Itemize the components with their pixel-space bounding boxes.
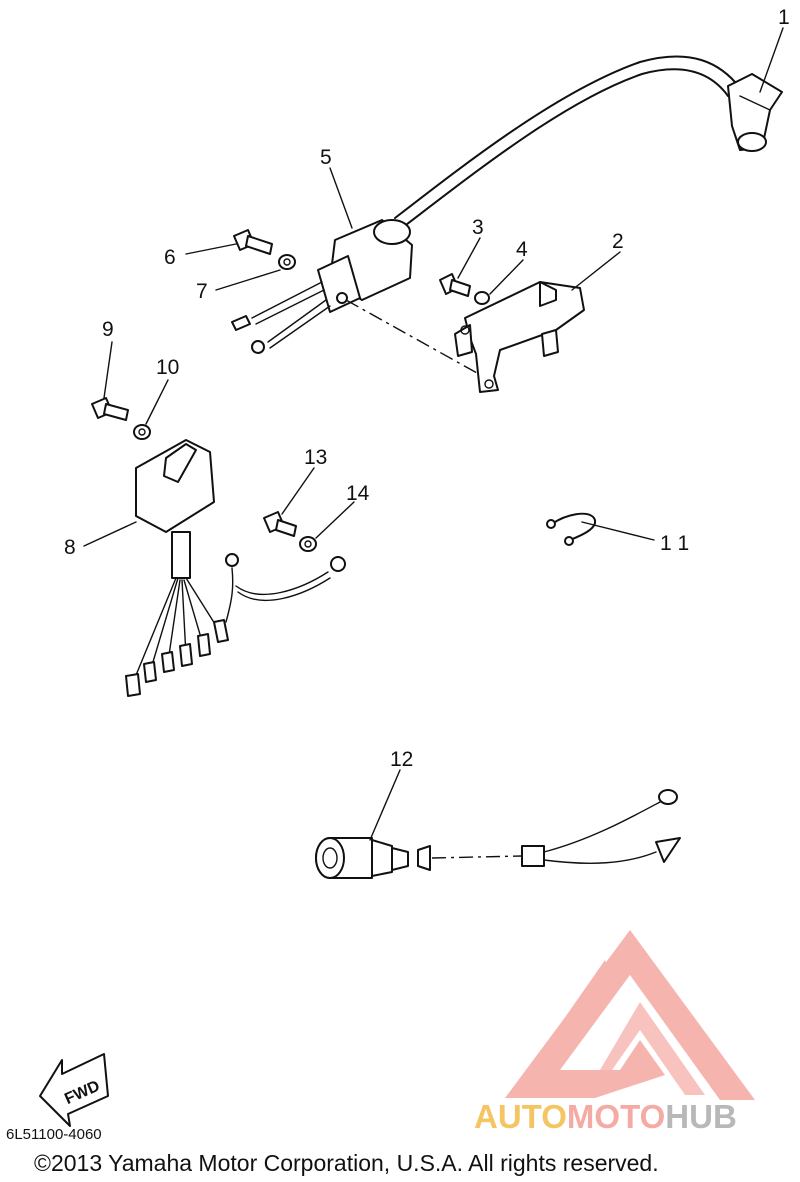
part-12-switch bbox=[315, 789, 681, 879]
callout-11: 1 1 bbox=[660, 532, 689, 555]
callout-7: 7 bbox=[196, 280, 208, 303]
brand-word-auto: AUTO bbox=[474, 1098, 567, 1135]
callout-9: 9 bbox=[102, 318, 114, 341]
part-8-cdi-unit bbox=[125, 439, 346, 697]
part-11-clip bbox=[546, 512, 597, 546]
part-14-washer bbox=[299, 536, 317, 552]
part-13-bolt bbox=[263, 511, 297, 537]
callout-6: 6 bbox=[164, 246, 176, 269]
part-5-ignition-coil bbox=[231, 219, 487, 379]
part-1-plug-cap bbox=[394, 55, 783, 229]
part-4-washer bbox=[474, 291, 490, 305]
part-10-washer bbox=[133, 424, 151, 440]
part-9-bolt bbox=[91, 397, 129, 421]
callout-1: 1 bbox=[778, 6, 790, 29]
part-6-bolt bbox=[233, 229, 273, 255]
fwd-direction-arrow bbox=[39, 1053, 109, 1127]
leader-lines bbox=[83, 27, 784, 841]
callout-14: 14 bbox=[346, 482, 370, 505]
part-7-washer bbox=[278, 254, 296, 270]
callout-12: 12 bbox=[390, 748, 413, 771]
part-code: 6L51100-4060 bbox=[6, 1126, 102, 1143]
part-3-bolt bbox=[439, 273, 471, 297]
copyright-notice: ©2013 Yamaha Motor Corporation, U.S.A. A… bbox=[34, 1150, 659, 1176]
callout-4: 4 bbox=[516, 238, 528, 261]
brand-word-moto: MOTO bbox=[566, 1098, 666, 1135]
callout-3: 3 bbox=[472, 216, 484, 239]
callout-10: 10 bbox=[156, 356, 179, 379]
callout-5: 5 bbox=[320, 146, 332, 169]
brand-word-hub: HUB bbox=[665, 1098, 737, 1135]
part-2-bracket bbox=[454, 281, 585, 393]
callout-13: 13 bbox=[304, 446, 327, 469]
callout-8: 8 bbox=[64, 536, 76, 559]
automotohub-logo bbox=[505, 930, 755, 1100]
watermark-brand: AUTOMOTOHUB bbox=[474, 1098, 737, 1136]
callout-2: 2 bbox=[612, 230, 624, 253]
